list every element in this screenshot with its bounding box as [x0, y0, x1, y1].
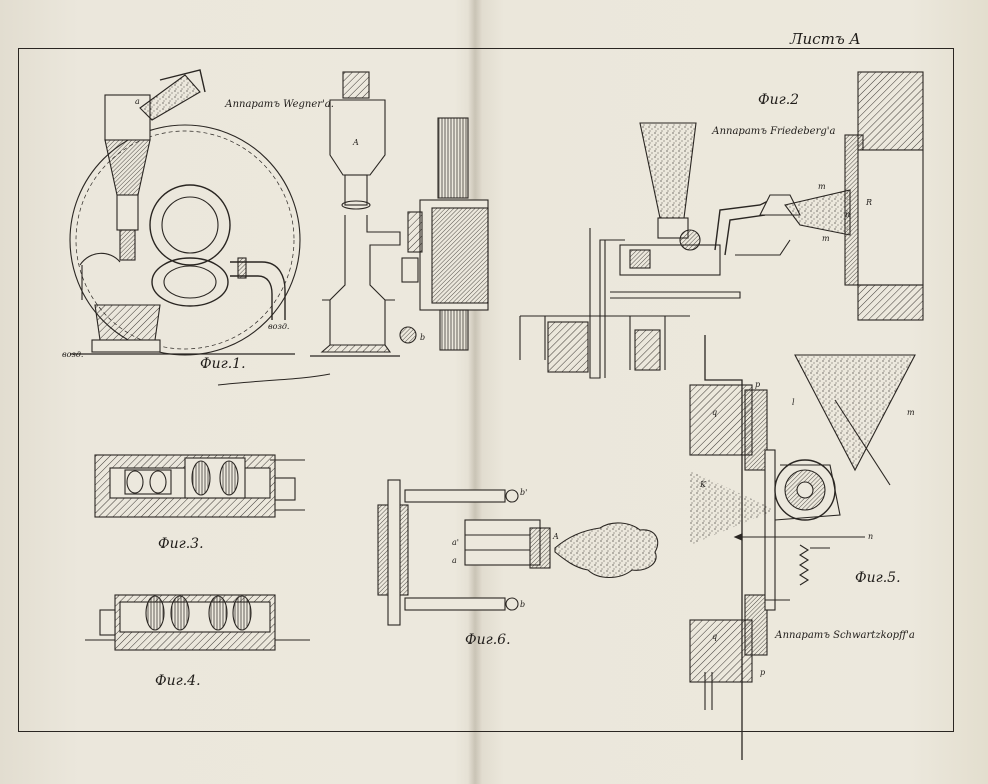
figure-2-letter-R: R — [866, 198, 873, 207]
figure-5-letter-K: K — [700, 480, 706, 489]
figure-1-letter-a: a — [135, 97, 140, 106]
figure-6-letter-b: b — [520, 600, 526, 609]
figure-6-letter-b-prime: b' — [520, 488, 528, 497]
figure-1-label-air-left: возд. — [62, 350, 84, 359]
figure-1-letter-A: A — [353, 138, 359, 147]
figure-3-drawing — [94, 454, 305, 518]
sheet-label: Листъ A — [790, 30, 861, 48]
figure-2-apparatus-caption: Аппаратъ Friedeberg'а — [712, 126, 836, 137]
figure-2-letter-m2: m — [822, 234, 830, 243]
figure-6-letter-A: A — [553, 532, 559, 541]
figure-5-letter-p-top: p — [755, 380, 761, 389]
figure-5-letter-q-top: q — [712, 408, 718, 417]
page-fold — [468, 0, 482, 784]
figure-6-drawing — [377, 479, 659, 626]
figure-1-caption: Фиг.1. — [200, 356, 246, 372]
figure-4-caption: Фиг.4. — [155, 673, 201, 689]
figure-4-drawing — [85, 594, 310, 651]
figure-5-letter-n: n — [868, 532, 874, 541]
figure-5-letter-q-bottom: q — [712, 632, 718, 641]
figure-2-caption: Фиг.2 — [758, 92, 800, 108]
figure-5-caption: Фиг.5. — [855, 570, 901, 586]
figure-1-drawing — [69, 69, 489, 357]
figure-6-letter-a: a — [452, 556, 457, 565]
figure-3-caption: Фиг.3. — [158, 536, 204, 552]
figure-5-letter-p-bottom: p — [760, 668, 766, 677]
figure-6-caption: Фиг.6. — [465, 632, 511, 648]
figure-5-letter-l: l — [792, 398, 795, 407]
figure-5-letter-m: m — [907, 408, 915, 417]
drawing-frame — [18, 48, 954, 732]
figure-2-drawing — [519, 71, 924, 379]
figure-1-label-air-right: возд. — [268, 322, 290, 331]
figure-6-letter-a-prime: a' — [452, 538, 459, 547]
figure-2-letter-n: n — [845, 210, 851, 219]
figure-5-apparatus-caption: Аппаратъ Schwartzkopff'а — [775, 630, 915, 641]
figure-5-drawing — [689, 335, 916, 760]
figure-1-brace — [217, 373, 331, 386]
figure-2-letter-m1: m — [818, 182, 826, 191]
figure-1-letter-b: b — [420, 333, 426, 342]
figure-1-apparatus-caption: Аппаратъ Wegner'а. — [225, 99, 334, 110]
